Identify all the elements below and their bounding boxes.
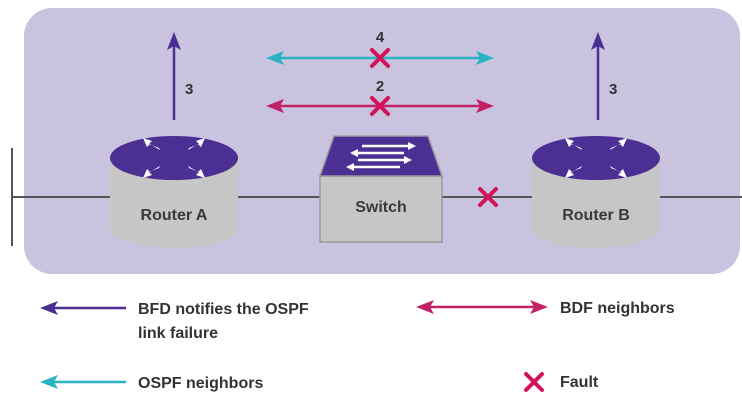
legend: BFD notifies the OSPF link failure BDF n… [40, 300, 675, 392]
notify-right-label: 3 [609, 81, 617, 98]
router-a: Router A [110, 136, 238, 248]
router-b: Router B [532, 136, 660, 248]
bfd-fault-icon [370, 96, 390, 116]
legend-notify-line2: link failure [138, 325, 218, 342]
legend-ospf-swatch [40, 375, 126, 389]
legend-bdf-label: BDF neighbors [560, 300, 675, 317]
notify-left-label: 3 [185, 81, 193, 98]
ospf-fault-icon [370, 48, 390, 68]
legend-bdf-swatch [416, 300, 548, 314]
router-b-label: Router B [562, 207, 630, 224]
ospf-arrow-label: 4 [376, 29, 385, 46]
bfd-notify-arrow-left [167, 32, 181, 120]
router-b-arrows-icon [565, 138, 627, 178]
bfd-arrow-label: 2 [376, 78, 384, 95]
switch-label: Switch [355, 199, 407, 216]
legend-ospf-label: OSPF neighbors [138, 375, 263, 392]
switch: Switch [318, 135, 444, 243]
legend-notify-swatch [40, 301, 126, 315]
legend-notify-line1: BFD notifies the OSPF [138, 301, 309, 318]
legend-fault-icon [524, 372, 544, 392]
legend-fault-label: Fault [560, 374, 599, 391]
bfd-notify-arrow-right [591, 32, 605, 120]
router-a-label: Router A [141, 207, 208, 224]
link-fault-icon [478, 187, 498, 207]
router-a-arrows-icon [143, 138, 205, 178]
switch-arrows-icon [346, 142, 416, 171]
